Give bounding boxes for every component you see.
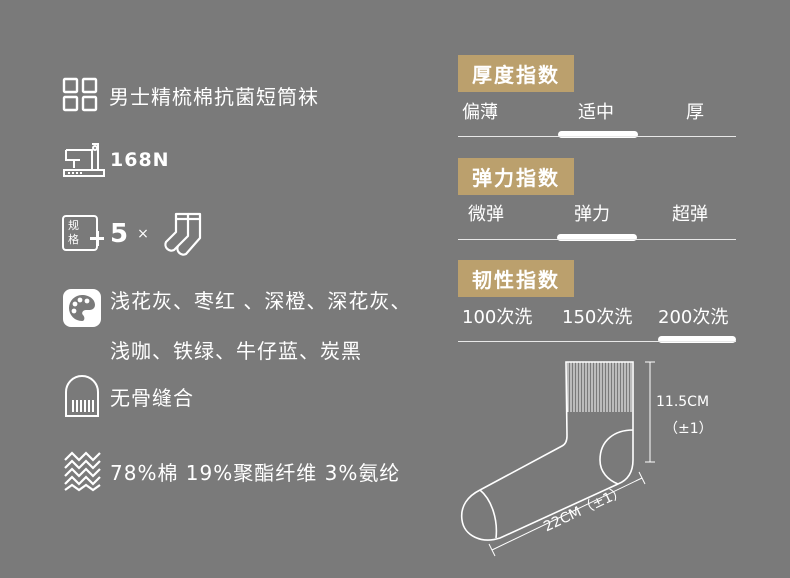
toughness-option-150: 150次洗: [562, 307, 633, 328]
pack-count: 5: [110, 219, 130, 249]
thickness-option-thin: 偏薄: [462, 102, 498, 123]
spec-row-colors: 浅花灰、枣红 、深橙、深花灰、 浅咖、铁绿、牛仔蓝、炭黑: [62, 288, 411, 364]
spec-row-count: 规 格 5 ×: [62, 210, 208, 258]
thickness-scale: 偏薄 适中 厚: [458, 98, 736, 138]
elasticity-option-elastic: 弹力: [574, 204, 610, 225]
elasticity-option-slight: 微弹: [468, 204, 504, 225]
needle-count: 168N: [110, 149, 170, 171]
palette-icon: [63, 289, 101, 327]
spec-icon-char-1: 规: [68, 219, 79, 232]
sock-height-label: 11.5CM: [656, 394, 710, 410]
toughness-option-100: 100次洗: [462, 307, 533, 328]
thickness-option-medium: 适中: [578, 102, 614, 123]
elasticity-option-super: 超弹: [672, 204, 708, 225]
elasticity-selected-marker: [557, 234, 637, 241]
sewing-machine-icon: [63, 143, 105, 177]
thickness-option-thick: 厚: [686, 102, 704, 123]
socks-icon: [164, 212, 201, 256]
sock-height-tolerance: （±1）: [664, 421, 713, 437]
spec-icon-char-2: 格: [68, 233, 79, 246]
colors-line-2: 浅咖、铁绿、牛仔蓝、炭黑: [110, 339, 362, 363]
length-dimension-line: [491, 477, 643, 551]
spec-row-material: 78%棉 19%聚酯纤维 3%氨纶: [62, 450, 400, 492]
material-text: 78%棉 19%聚酯纤维 3%氨纶: [110, 460, 401, 485]
toughness-scale: 100次洗 150次洗 200次洗: [458, 303, 736, 345]
thickness-selected-marker: [558, 131, 638, 138]
spec-row-seam: 无骨缝合: [62, 374, 194, 418]
seam-text: 无骨缝合: [110, 385, 194, 410]
product-name: 男士精梳棉抗菌短筒袜: [109, 84, 319, 109]
thickness-title: 厚度指数: [458, 55, 574, 92]
toughness-title: 韧性指数: [458, 260, 574, 297]
elasticity-title: 弹力指数: [458, 158, 574, 195]
elasticity-scale: 微弹 弹力 超弹: [458, 200, 736, 242]
spec-row-needle: 168N: [62, 140, 170, 180]
spec-row-name: 男士精梳棉抗菌短筒袜: [62, 76, 319, 114]
colors-line-1: 浅花灰、枣红 、深橙、深花灰、: [110, 289, 412, 313]
sock-diagram: [460, 361, 655, 557]
toughness-option-200: 200次洗: [658, 307, 729, 328]
sock-cuff-ribbing: [567, 362, 632, 412]
spec-plus-icon: 规 格: [62, 215, 104, 253]
fabric-weave-icon: [64, 451, 101, 492]
grid-icon: [62, 77, 98, 112]
sock-outline: [460, 361, 634, 541]
sock-toe: [479, 489, 498, 539]
sock-heel: [599, 429, 634, 485]
toughness-selected-marker: [658, 336, 736, 343]
seamless-sock-icon: [65, 375, 99, 417]
times-sign: ×: [137, 226, 150, 242]
